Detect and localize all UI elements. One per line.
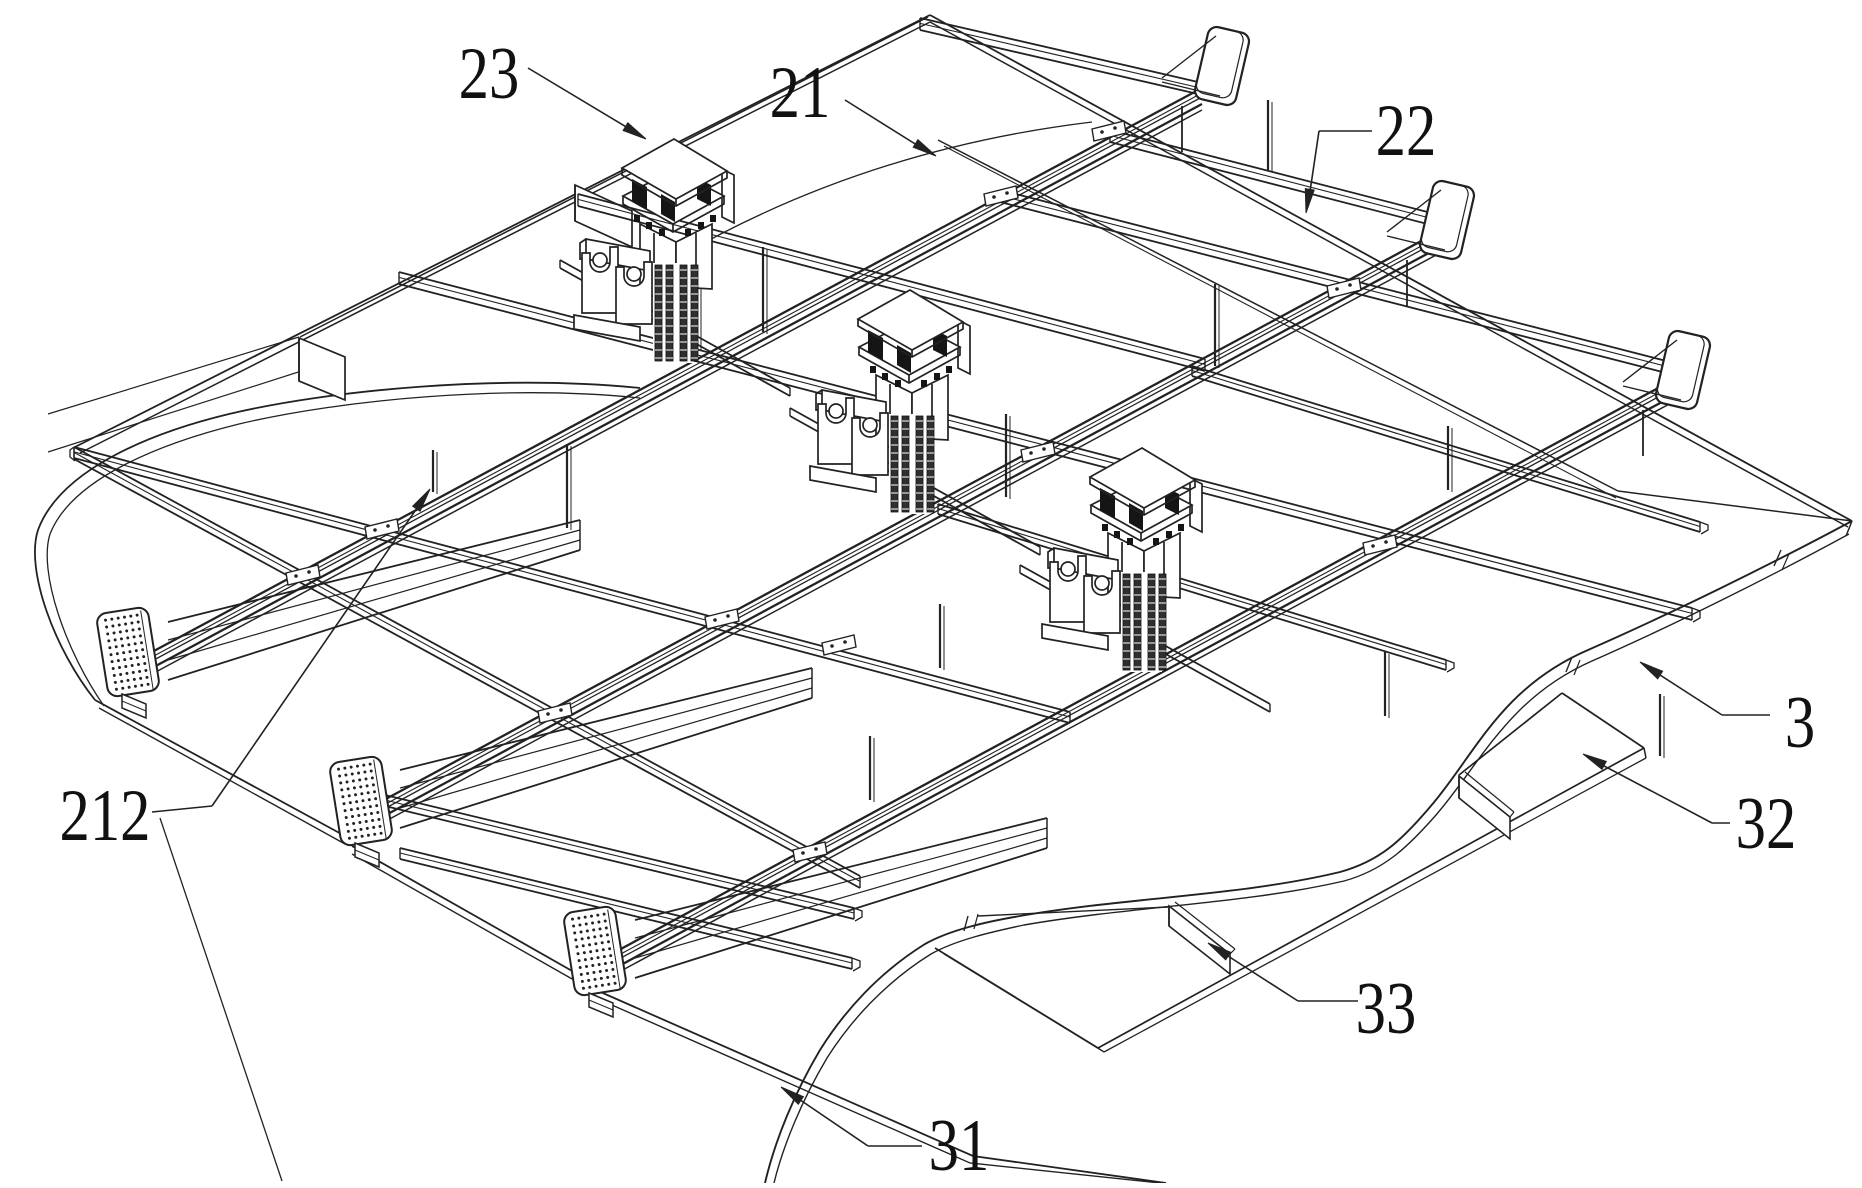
svg-text:33: 33: [1356, 967, 1417, 1049]
svg-text:21: 21: [770, 51, 831, 133]
svg-text:212: 212: [59, 774, 150, 856]
svg-text:3: 3: [1785, 681, 1815, 763]
svg-text:31: 31: [929, 1104, 990, 1183]
svg-text:22: 22: [1376, 89, 1437, 171]
svg-text:23: 23: [459, 32, 520, 114]
svg-text:32: 32: [1736, 782, 1797, 864]
